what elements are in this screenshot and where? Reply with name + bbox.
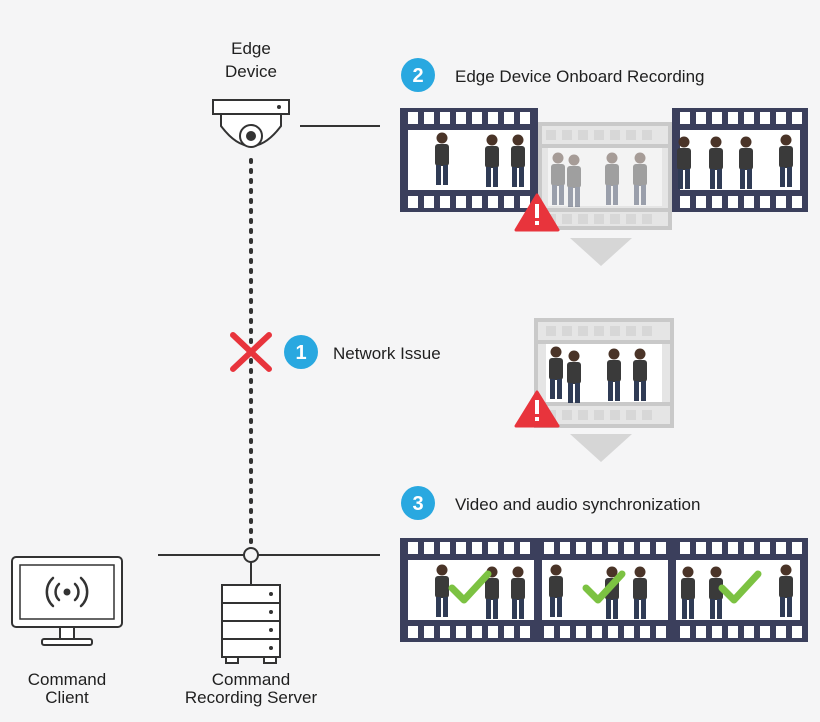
edge-device-label-line2: Device [225,62,277,81]
down-arrow-1 [570,238,632,266]
warning-icon-middle [514,390,560,428]
film-sprockets-top [408,112,802,208]
broadcast-icon [45,576,89,608]
step-3-badge [401,486,435,520]
warning-icon-top [514,193,560,232]
command-client-label-line1: Command [28,670,106,689]
step-3-label: Video and audio synchronization [455,495,700,514]
server-icon [221,584,281,664]
down-arrow-2 [570,434,632,462]
film-sprockets-bottom [408,542,802,638]
edge-device-label-line1: Edge [231,39,271,58]
network-error-icon [230,332,272,372]
command-client-label-line2: Client [45,688,89,707]
step-1-label: Network Issue [333,344,441,363]
dome-camera-icon [212,99,290,148]
step-2-label: Edge Device Onboard Recording [455,67,704,86]
monitor-icon [11,556,123,646]
recording-server-label-line2: Recording Server [185,688,318,707]
step-1-badge [284,335,318,369]
step-2-number: 2 [412,65,423,87]
step-2-badge [401,58,435,92]
step-1-number: 1 [295,342,306,364]
step-3-number: 3 [412,493,423,515]
network-junction [243,547,259,563]
recovered-frame-sprockets [546,326,652,420]
recording-server-label-line1: Command [212,670,290,689]
